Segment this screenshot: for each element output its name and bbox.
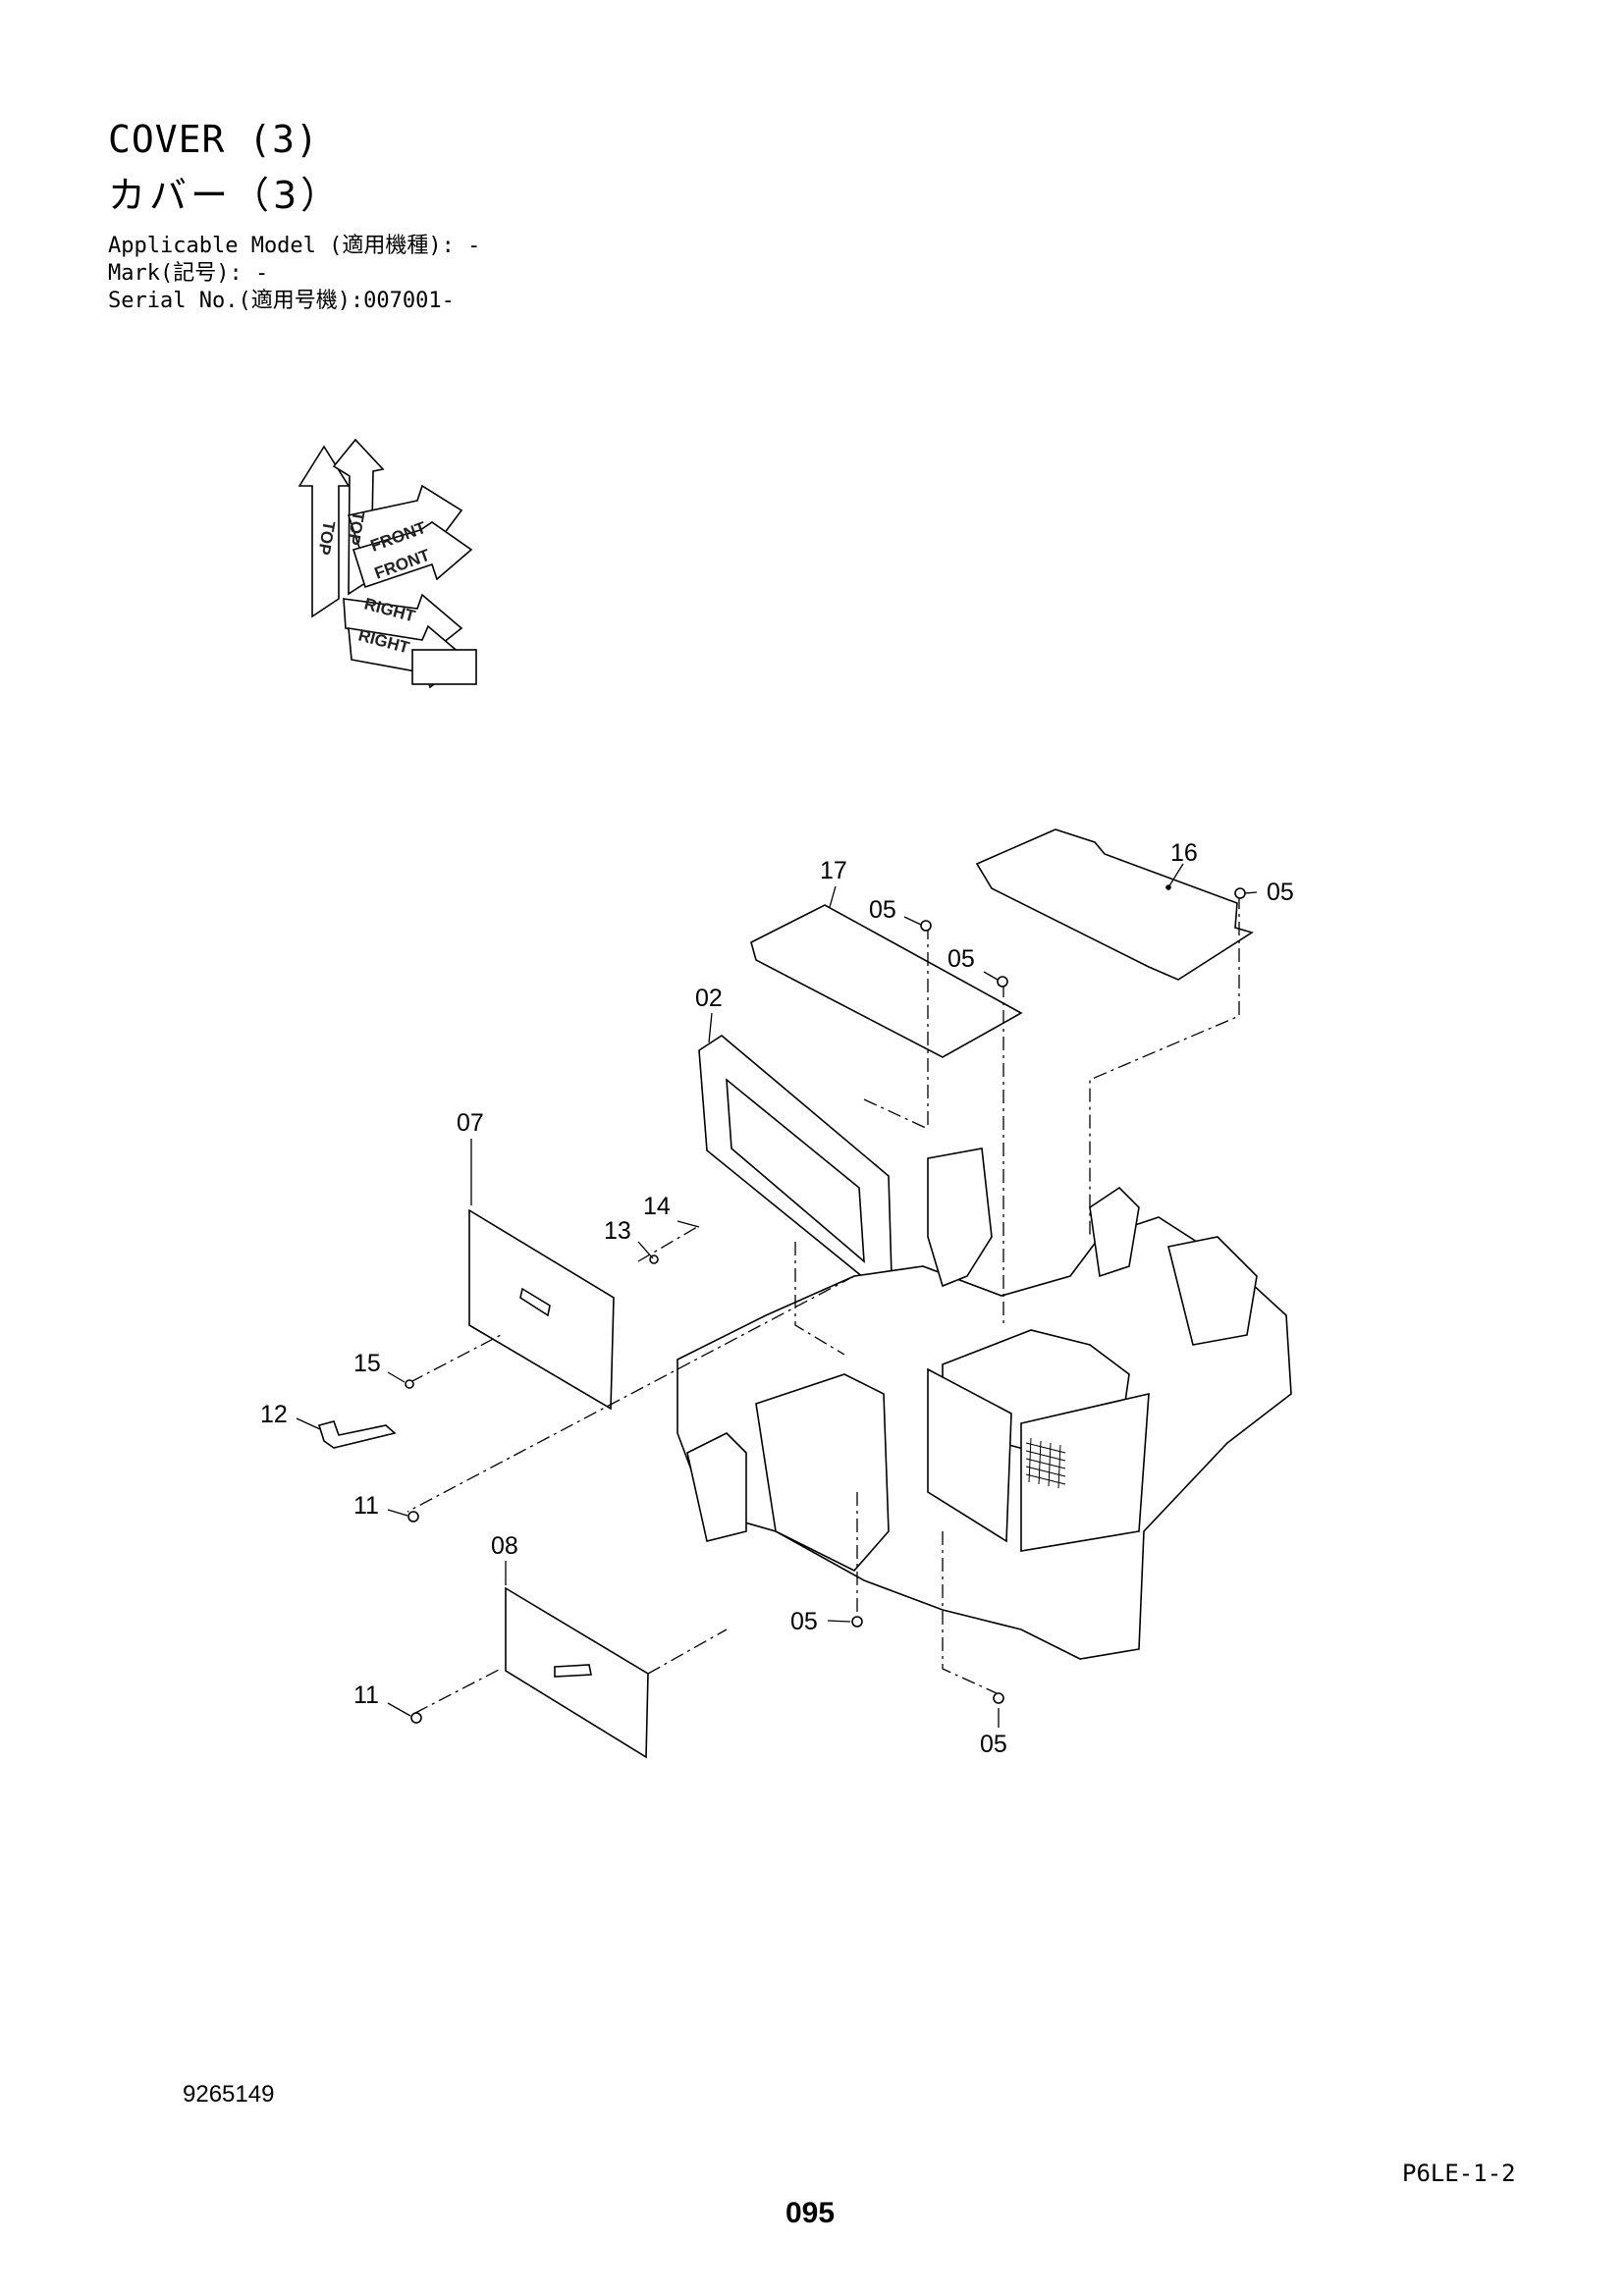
mark: Mark(記号): - [108, 261, 269, 286]
callout-17: 17 [820, 857, 847, 884]
callout-08: 08 [491, 1532, 518, 1560]
callout-02: 02 [695, 985, 723, 1012]
callout-16: 16 [1170, 839, 1198, 867]
serial-number: Serial No.(適用号機):007001- [108, 289, 455, 313]
leader-lines [406, 895, 1240, 1714]
callout-05-e: 05 [980, 1731, 1007, 1758]
callout-12: 12 [260, 1401, 288, 1428]
callout-11-a: 11 [353, 1492, 379, 1520]
main-frame-assembly [677, 1148, 1292, 1660]
page-title-japanese: カバー（3） [108, 174, 343, 217]
callout-15: 15 [353, 1350, 381, 1377]
page-number: 095 [785, 2197, 836, 2229]
page-title: COVER (3) [108, 118, 319, 161]
callout-14: 14 [643, 1193, 671, 1220]
part-07-panel [468, 1208, 615, 1411]
applicable-model: Applicable Model (適用機種): - [108, 234, 481, 258]
callout-leaders [296, 863, 1258, 1728]
callout-05-b: 05 [1267, 879, 1294, 906]
part-08-lower-cover [505, 1586, 649, 1759]
callout-05-c: 05 [947, 945, 975, 973]
reference-code: P6LE-1-2 [1402, 2160, 1516, 2187]
part-number: 9265149 [183, 2081, 275, 2108]
orientation-indicator: TOP TOP FRONT FRONT RIGHT RIGHT [298, 438, 477, 689]
callout-07: 07 [457, 1109, 484, 1137]
part-02-window-frame [698, 1035, 893, 1287]
part-12-bracket [317, 1420, 397, 1449]
part-16-top-cover [975, 828, 1254, 981]
part-17-cover-plate [750, 904, 1023, 1058]
callout-05-a: 05 [869, 896, 896, 924]
fasteners [405, 887, 1246, 1724]
callout-13: 13 [604, 1217, 631, 1245]
callout-11-b: 11 [353, 1682, 379, 1709]
callout-05-d: 05 [790, 1608, 818, 1635]
